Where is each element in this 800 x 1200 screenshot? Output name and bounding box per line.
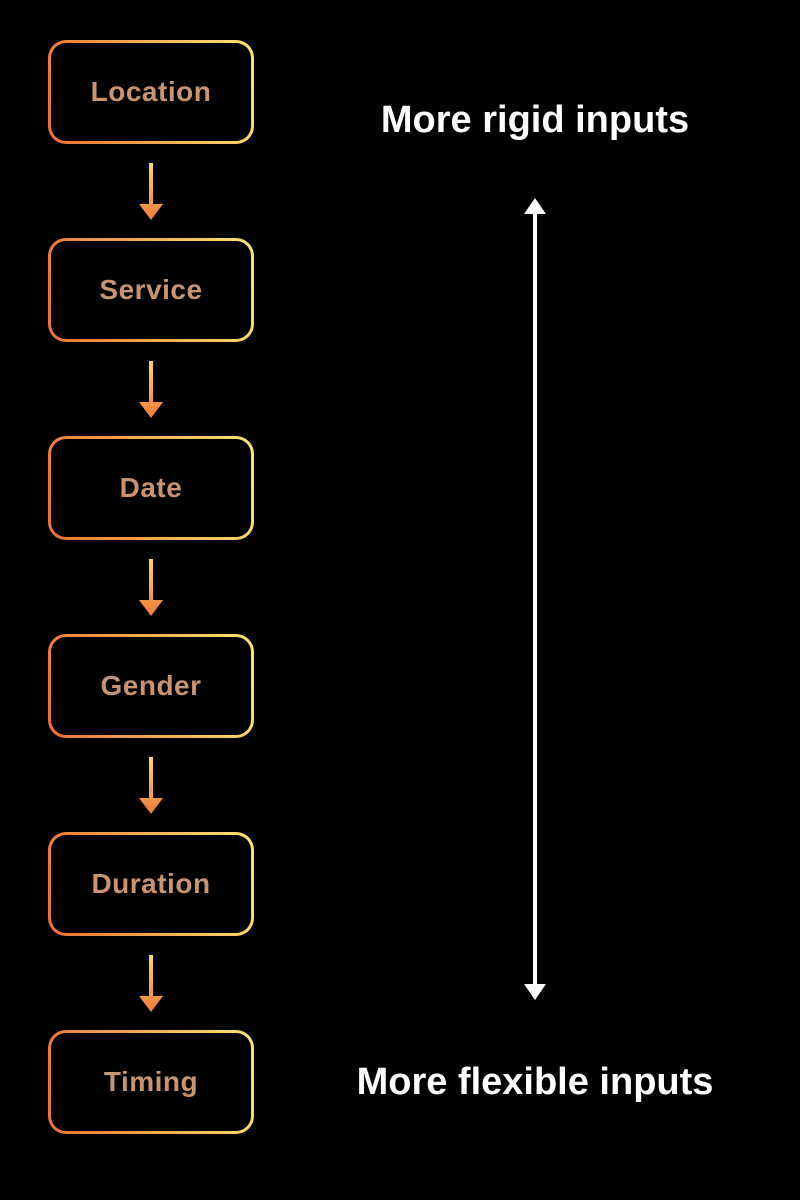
step-box-timing-inner: Timing: [51, 1033, 251, 1131]
rigid-inputs-label: More rigid inputs: [380, 99, 690, 141]
step-label-date: Date: [119, 472, 183, 503]
step-box-date: Date: [48, 436, 254, 540]
step-box-location-inner: Location: [51, 43, 251, 141]
step-box-location: Location: [48, 40, 254, 144]
step-box-gender-inner: Gender: [51, 637, 251, 735]
step-box-service-inner: Service: [51, 241, 251, 339]
step-label-service: Service: [99, 274, 203, 305]
flexible-inputs-label: More flexible inputs: [356, 1061, 714, 1103]
step-box-date-inner: Date: [51, 439, 251, 537]
step-box-duration-inner: Duration: [51, 835, 251, 933]
step-label-location: Location: [90, 76, 212, 107]
step-label-gender: Gender: [100, 670, 202, 701]
step-label-timing: Timing: [103, 1066, 199, 1097]
double-headed-vertical-arrow-icon: [524, 198, 546, 1000]
step-box-duration: Duration: [48, 832, 254, 936]
down-arrow-icon: [139, 757, 163, 814]
down-arrow-icon: [139, 955, 163, 1012]
down-arrow-icon: [139, 163, 163, 220]
step-box-service: Service: [48, 238, 254, 342]
step-box-timing: Timing: [48, 1030, 254, 1134]
step-box-gender: Gender: [48, 634, 254, 738]
step-label-duration: Duration: [91, 868, 211, 899]
down-arrow-icon: [139, 361, 163, 418]
down-arrow-icon: [139, 559, 163, 616]
